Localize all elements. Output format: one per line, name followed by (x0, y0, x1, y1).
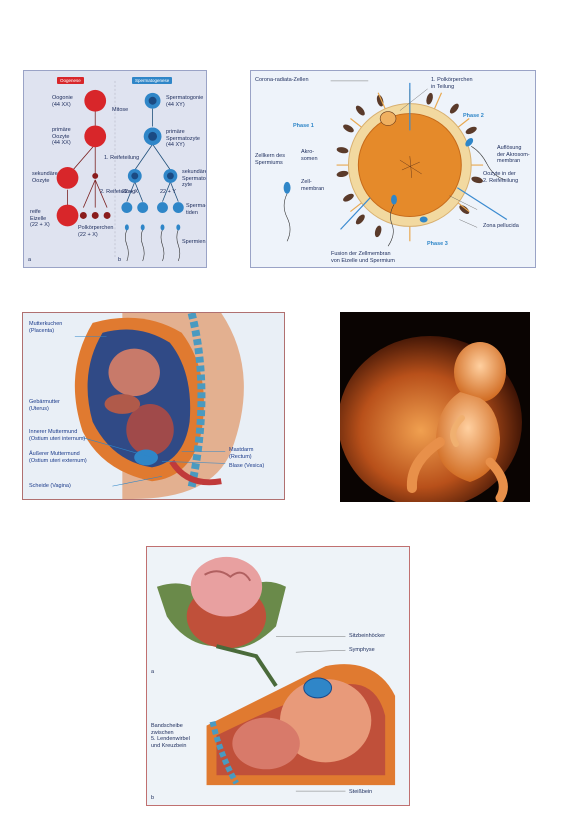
label-oogonie: Oogonie (44 XX) (52, 95, 73, 108)
label-uterus: Gebärmutter (Uterus) (29, 399, 60, 412)
label-zona-pellucida: Zona pellucida (483, 223, 519, 229)
label-sekundaere-spermatozyte: sekundäre Spermato- zyte (182, 169, 207, 188)
label-steissbein: Steißbein (349, 789, 373, 795)
label-phase-3: Phase 3 (427, 241, 448, 247)
label-akrosomen: Akro- somen (301, 149, 318, 162)
label-zellkern: Zellkern des Spermiums (255, 153, 285, 166)
label-spermatogonie: Spermatogonie (44 XY) (166, 95, 204, 108)
panel-b-label-5: b (151, 795, 155, 801)
label-bandscheibe: Bandscheibe zwischen 5. Lendenwirbel und… (151, 723, 190, 749)
label-sitzbeinhoecker: Sitzbeinhöcker (349, 633, 386, 639)
label-aeusserer-muttermund: Äußerer Muttermund (Ostium uteri externu… (29, 451, 87, 464)
label-vesica: Blase (Vesica) (229, 463, 265, 469)
label-polkoerperchen-teilung: 1. Polkörperchen in Teilung (431, 77, 473, 90)
birth-position-figure: Sitzbeinhöcker Symphyse Bandscheibe zwis… (146, 546, 410, 806)
pregnancy-section-figure: Mutterkuchen (Placenta) Gebärmutter (Ute… (22, 312, 285, 500)
label-primaere-spermatozyte: primäre Spermatozyte (44 XY) (166, 129, 200, 148)
label-rectum: Mastdarm (Rectum) (229, 447, 254, 460)
panel-b-label: b (118, 257, 122, 263)
fetus-photo (340, 312, 530, 502)
gametogenesis-figure: Oogenese Spermatogenese Oogonie (44 XX) … (23, 70, 207, 268)
label-polkoerperchen: Polkörperchen (22 + X) (78, 225, 114, 238)
label-fusion: Fusion der Zellmembran von Eizelle und S… (331, 251, 395, 264)
label-phase-2: Phase 2 (463, 113, 484, 119)
label-erste-reifeteilung: 1. Reifeteilung (104, 155, 140, 161)
panel-a-label: a (28, 257, 32, 263)
fetus-illustration (340, 336, 522, 502)
spermatogenesis-tag: Spermatogenese (132, 77, 173, 84)
label-spermien: Spermien (182, 239, 206, 245)
oogenesis-tag: Oogenese (57, 77, 84, 84)
label-placenta: Mutterkuchen (Placenta) (29, 321, 63, 334)
gametogenesis-diagram (56, 80, 184, 262)
label-aufloesung: Auflösung der Akrosom- membran (497, 145, 530, 164)
label-primaere-oozyte: primäre Oozyte (44 XX) (52, 127, 71, 146)
pregnancy-section-diagram (74, 313, 244, 499)
label-reife-eizelle: reife Eizelle (22 + X) (30, 209, 50, 228)
label-innerer-muttermund: Innerer Muttermund (Ostium uteri internu… (29, 429, 86, 442)
label-vagina: Scheide (Vagina) (29, 483, 71, 489)
label-oozyte: Oozyte in der 2. Reifeteilung (483, 171, 519, 184)
label-zellmembran: Zell- membran (301, 179, 325, 192)
fertilization-diagram (283, 80, 508, 247)
label-karyo-y: 22 + Y (160, 189, 176, 195)
label-corona: Corona-radiata-Zellen (255, 77, 309, 83)
label-karyo-x: 22 + X (122, 189, 139, 195)
label-phase-1: Phase 1 (293, 123, 314, 129)
label-symphyse: Symphyse (349, 647, 375, 653)
panel-a-label-5: a (151, 669, 155, 675)
label-spermatiden: Sperma- tiden (186, 203, 207, 216)
label-zweite-reifeteilung: 2. Reifeteilung (100, 189, 136, 195)
label-sekundaere-oozyte: sekundäre Oozyte (32, 171, 58, 184)
label-mitose: Mitose (112, 107, 129, 113)
birth-position-diagram (156, 556, 396, 792)
fertilization-figure: Corona-radiata-Zellen 1. Polkörperchen i… (250, 70, 536, 268)
